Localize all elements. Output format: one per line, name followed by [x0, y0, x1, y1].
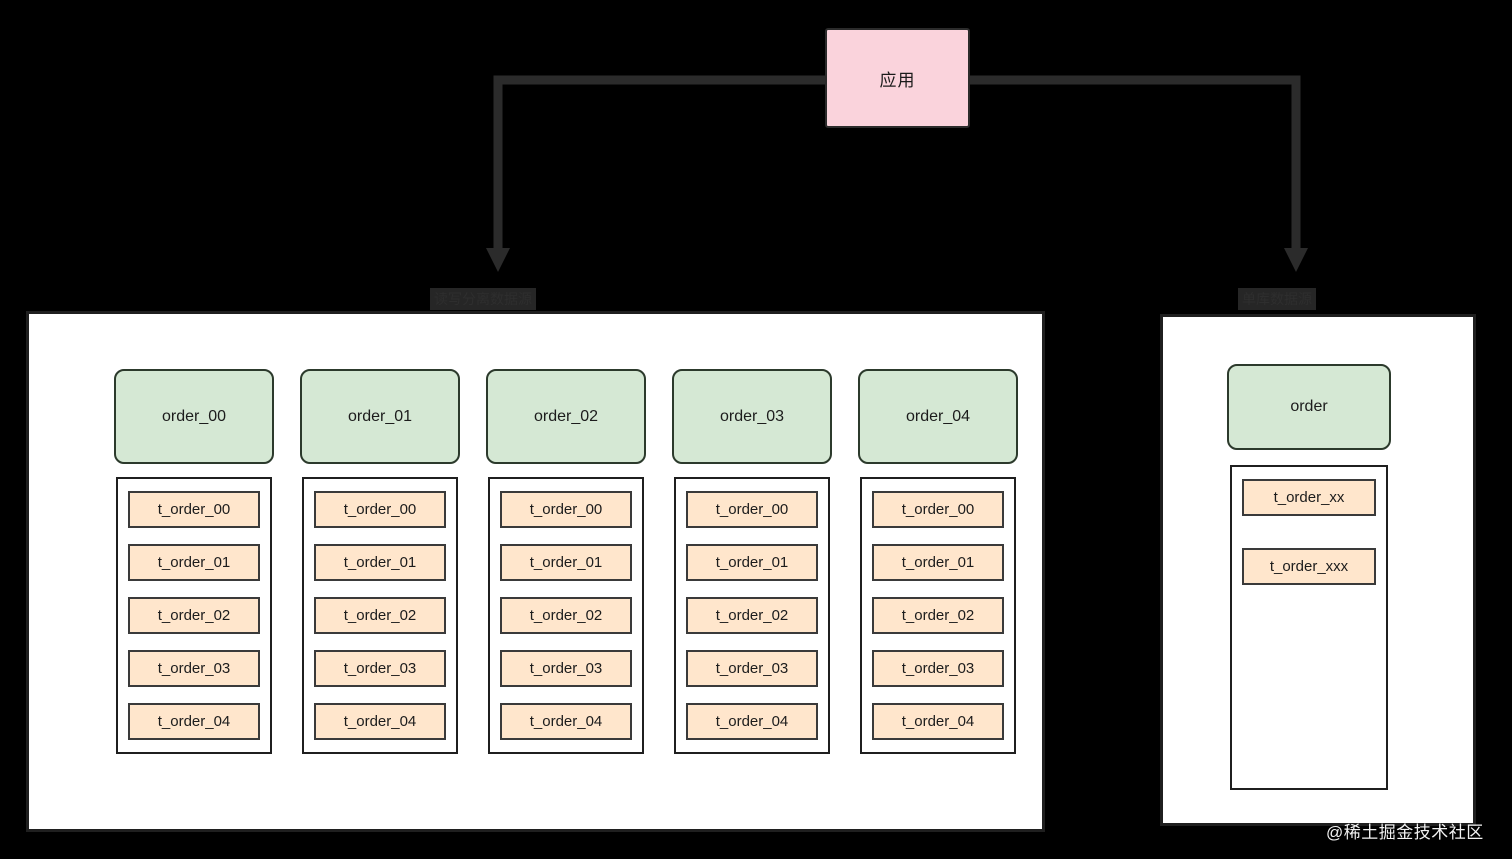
table-node[interactable]: t_order_02 — [500, 597, 632, 634]
table-node[interactable]: t_order_02 — [314, 597, 446, 634]
database-label: order_01 — [347, 407, 413, 425]
table-node[interactable]: t_order_00 — [686, 491, 818, 528]
database-node-order-02[interactable]: order_02 — [486, 369, 646, 464]
table-label: t_order_03 — [715, 660, 789, 677]
database-node-order-04[interactable]: order_04 — [858, 369, 1018, 464]
database-node-order-03[interactable]: order_03 — [672, 369, 832, 464]
table-node[interactable]: t_order_00 — [872, 491, 1004, 528]
table-panel-3: t_order_00 t_order_01 t_order_02 t_order… — [674, 477, 830, 754]
table-label: t_order_03 — [343, 660, 417, 677]
table-label: t_order_01 — [157, 554, 231, 571]
table-label: t_order_00 — [901, 501, 975, 518]
table-node[interactable]: t_order_00 — [128, 491, 260, 528]
shard-column-row: order_00 t_order_00 t_order_01 t_order_0… — [101, 369, 1031, 754]
table-node[interactable]: t_order_04 — [686, 703, 818, 740]
database-label: order_02 — [533, 407, 599, 425]
table-node[interactable]: t_order_01 — [128, 544, 260, 581]
table-node[interactable]: t_order_01 — [500, 544, 632, 581]
table-node[interactable]: t_order_xx — [1242, 479, 1376, 516]
sharded-datasource-container: order_00 t_order_00 t_order_01 t_order_0… — [26, 311, 1045, 832]
table-panel-0: t_order_00 t_order_01 t_order_02 t_order… — [116, 477, 272, 754]
table-label: t_order_00 — [157, 501, 231, 518]
table-node[interactable]: t_order_04 — [128, 703, 260, 740]
table-label: t_order_04 — [715, 713, 789, 730]
shard-column-4: order_04 t_order_00 t_order_01 t_order_0… — [845, 369, 1031, 754]
watermark: @稀土掘金技术社区 — [1326, 823, 1484, 842]
table-label: t_order_04 — [157, 713, 231, 730]
table-label: t_order_00 — [715, 501, 789, 518]
table-node[interactable]: t_order_01 — [314, 544, 446, 581]
table-label: t_order_03 — [529, 660, 603, 677]
shard-column-1: order_01 t_order_00 t_order_01 t_order_0… — [287, 369, 473, 754]
table-label: t_order_00 — [343, 501, 417, 518]
table-node[interactable]: t_order_04 — [872, 703, 1004, 740]
table-node[interactable]: t_order_02 — [128, 597, 260, 634]
table-node[interactable]: t_order_00 — [500, 491, 632, 528]
table-label: t_order_04 — [901, 713, 975, 730]
left-edge-label: 读写分离数据源 — [430, 288, 536, 310]
database-node-order-00[interactable]: order_00 — [114, 369, 274, 464]
table-panel-2: t_order_00 t_order_01 t_order_02 t_order… — [488, 477, 644, 754]
table-label: t_order_02 — [157, 607, 231, 624]
table-label: t_order_02 — [529, 607, 603, 624]
table-label: t_order_01 — [343, 554, 417, 571]
table-panel-4: t_order_00 t_order_01 t_order_02 t_order… — [860, 477, 1016, 754]
table-node[interactable]: t_order_02 — [872, 597, 1004, 634]
shard-column-3: order_03 t_order_00 t_order_01 t_order_0… — [659, 369, 845, 754]
table-panel-1: t_order_00 t_order_01 t_order_02 t_order… — [302, 477, 458, 754]
database-node-order[interactable]: order — [1227, 364, 1391, 450]
table-label: t_order_01 — [529, 554, 603, 571]
table-label: t_order_xx — [1273, 489, 1345, 506]
database-label: order_03 — [719, 407, 785, 425]
table-label: t_order_03 — [901, 660, 975, 677]
right-edge-label: 单库数据源 — [1238, 288, 1316, 310]
table-label: t_order_01 — [715, 554, 789, 571]
table-node[interactable]: t_order_03 — [872, 650, 1004, 687]
table-label: t_order_00 — [529, 501, 603, 518]
database-label: order — [1290, 398, 1328, 415]
single-column: order t_order_xx t_order_xxx — [1227, 364, 1391, 790]
table-node[interactable]: t_order_02 — [686, 597, 818, 634]
table-label: t_order_03 — [157, 660, 231, 677]
table-node[interactable]: t_order_xxx — [1242, 548, 1376, 585]
table-label: t_order_02 — [901, 607, 975, 624]
table-node[interactable]: t_order_04 — [314, 703, 446, 740]
table-label: t_order_02 — [715, 607, 789, 624]
table-node[interactable]: t_order_04 — [500, 703, 632, 740]
shard-column-0: order_00 t_order_00 t_order_01 t_order_0… — [101, 369, 287, 754]
database-label: order_04 — [905, 407, 971, 425]
table-node[interactable]: t_order_01 — [686, 544, 818, 581]
table-label: t_order_04 — [529, 713, 603, 730]
application-label: 应用 — [879, 70, 916, 90]
table-node[interactable]: t_order_03 — [128, 650, 260, 687]
table-label: t_order_04 — [343, 713, 417, 730]
table-label: t_order_xxx — [1269, 558, 1349, 575]
single-table-panel: t_order_xx t_order_xxx — [1230, 465, 1388, 790]
application-node[interactable]: 应用 — [825, 28, 970, 128]
shard-column-2: order_02 t_order_00 t_order_01 t_order_0… — [473, 369, 659, 754]
table-node[interactable]: t_order_03 — [500, 650, 632, 687]
database-label: order_00 — [161, 407, 227, 425]
database-node-order-01[interactable]: order_01 — [300, 369, 460, 464]
table-node[interactable]: t_order_00 — [314, 491, 446, 528]
single-datasource-container: order t_order_xx t_order_xxx — [1160, 314, 1476, 826]
table-label: t_order_02 — [343, 607, 417, 624]
table-label: t_order_01 — [901, 554, 975, 571]
table-node[interactable]: t_order_01 — [872, 544, 1004, 581]
table-node[interactable]: t_order_03 — [686, 650, 818, 687]
table-node[interactable]: t_order_03 — [314, 650, 446, 687]
